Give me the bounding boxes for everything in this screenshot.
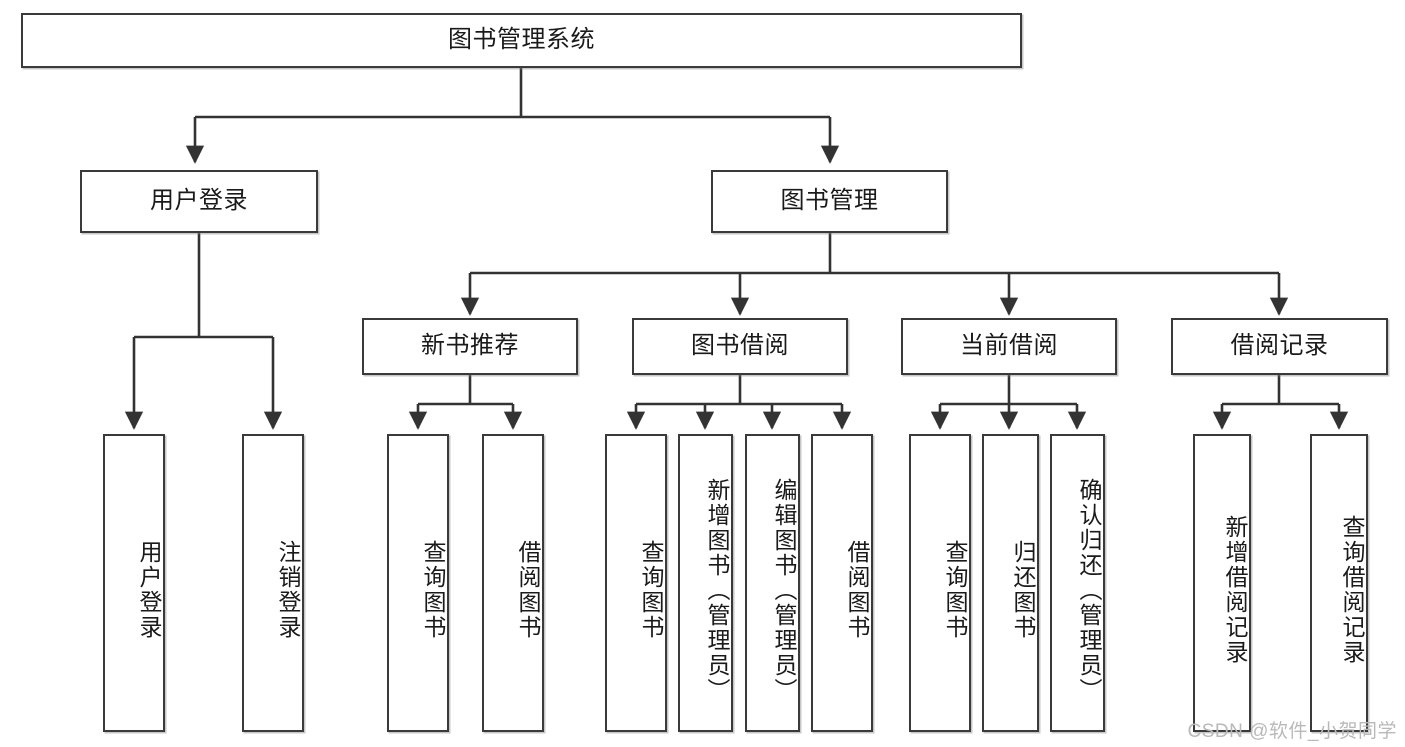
leaf-user-login-login[interactable]: 用户登录 — [103, 434, 165, 732]
leaf-book-borrow-borrow-book[interactable]: 借阅图书 — [811, 434, 873, 732]
node-current-borrow[interactable]: 当前借阅 — [901, 318, 1117, 375]
watermark-credit: CSDN @软件_小贺同学 — [1187, 721, 1397, 742]
leaf-book-borrow-query-book[interactable]: 查询图书 — [605, 434, 667, 732]
node-label: 确认归还（管理员） — [1076, 477, 1102, 703]
node-user-login[interactable]: 用户登录 — [80, 170, 318, 233]
leaf-borrow-records-add-record[interactable]: 新增借阅记录 — [1193, 434, 1251, 732]
node-label: 新增图书（管理员） — [704, 477, 730, 703]
leaf-current-borrow-confirm-return-admin[interactable]: 确认归还（管理员） — [1050, 434, 1105, 732]
node-label: 查询借阅记录 — [1339, 515, 1365, 665]
node-new-book-recommend[interactable]: 新书推荐 — [362, 318, 578, 375]
node-label: 图书借阅 — [691, 332, 789, 360]
leaf-current-borrow-return-book[interactable]: 归还图书 — [982, 434, 1039, 732]
node-label: 新增借阅记录 — [1222, 515, 1248, 665]
node-label: 查询图书 — [638, 540, 664, 640]
node-book-borrow[interactable]: 图书借阅 — [632, 318, 848, 375]
node-label: 借阅记录 — [1230, 332, 1329, 360]
leaf-new-book-query-book[interactable]: 查询图书 — [387, 434, 449, 732]
node-label: 编辑图书（管理员） — [771, 477, 797, 703]
node-label: 新书推荐 — [421, 332, 519, 360]
node-root-book-management-system[interactable]: 图书管理系统 — [21, 13, 1022, 68]
node-label: 用户登录 — [150, 187, 248, 215]
node-label: 查询图书 — [942, 540, 968, 640]
leaf-book-borrow-add-book-admin[interactable]: 新增图书（管理员） — [678, 434, 733, 732]
node-label: 图书管理系统 — [448, 26, 595, 54]
node-label: 图书管理 — [780, 187, 879, 215]
node-label: 借阅图书 — [515, 540, 541, 640]
leaf-book-borrow-edit-book-admin[interactable]: 编辑图书（管理员） — [745, 434, 800, 732]
node-book-management[interactable]: 图书管理 — [711, 170, 948, 233]
node-label: 用户登录 — [136, 540, 162, 640]
node-label: 借阅图书 — [844, 540, 870, 640]
leaf-new-book-borrow-book[interactable]: 借阅图书 — [482, 434, 544, 732]
leaf-user-login-logout[interactable]: 注销登录 — [242, 434, 304, 732]
node-borrow-records[interactable]: 借阅记录 — [1171, 318, 1388, 375]
leaf-current-borrow-query-book[interactable]: 查询图书 — [909, 434, 971, 732]
node-label: 归还图书 — [1010, 540, 1036, 640]
node-label: 查询图书 — [420, 540, 446, 640]
node-label: 当前借阅 — [960, 332, 1058, 360]
node-label: 注销登录 — [275, 540, 301, 640]
leaf-borrow-records-query-record[interactable]: 查询借阅记录 — [1310, 434, 1368, 732]
